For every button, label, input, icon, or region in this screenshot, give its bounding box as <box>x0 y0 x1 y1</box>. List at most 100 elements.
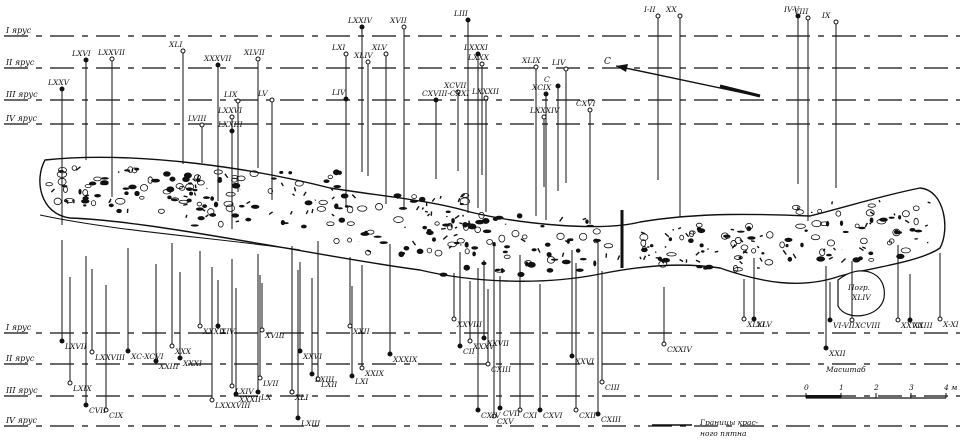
bone-fragment <box>169 176 176 182</box>
bone-fragment <box>88 181 97 186</box>
label-top: XCIX <box>531 83 552 92</box>
bone-fragment <box>750 239 755 243</box>
bone-fragment <box>764 259 774 266</box>
bone-fragment <box>196 174 200 180</box>
bone-fragment <box>672 228 675 231</box>
bone-fragment <box>639 256 642 260</box>
bone-fragment <box>348 205 353 208</box>
bone-fragment <box>463 264 471 271</box>
bone-fragment <box>357 205 368 212</box>
bone-fragment <box>231 213 240 218</box>
label-bottom: CXIII <box>601 415 622 424</box>
label-top: LXXXII <box>471 87 500 96</box>
bone-fragment <box>840 258 847 263</box>
bone-fragment <box>593 260 597 267</box>
bone-fragment <box>365 249 371 256</box>
bone-fragment <box>419 196 426 203</box>
bone-fragment <box>434 249 443 257</box>
bone-fragment <box>333 184 342 189</box>
leader-marker <box>457 343 463 349</box>
leader-marker <box>297 348 303 354</box>
bone-fragment <box>411 240 417 246</box>
bone-fragment <box>531 248 537 252</box>
bone-fragment <box>434 221 440 226</box>
bone-fragment <box>453 233 458 237</box>
leader-marker <box>215 323 221 329</box>
bone-fragment <box>288 171 293 175</box>
bone-fragment <box>90 200 97 207</box>
leader-marker <box>83 402 89 408</box>
bone-fragment <box>657 256 663 262</box>
bone-fragment <box>761 252 765 255</box>
bone-fragment <box>914 229 923 233</box>
label-bottom: CIX <box>109 411 124 420</box>
leader-marker <box>59 338 65 344</box>
bone-fragment <box>439 195 442 199</box>
bone-fragment <box>196 201 203 207</box>
bone-fragment <box>664 232 670 238</box>
bone-fragment <box>246 200 251 205</box>
bone-fragment <box>699 243 704 248</box>
bone-fragment <box>459 222 463 225</box>
bone-fragment <box>494 215 504 220</box>
bone-fragment <box>314 199 317 201</box>
bone-fragment <box>202 196 211 199</box>
leader-marker <box>533 64 539 70</box>
label-bottom: CXIV <box>481 411 502 420</box>
leader-marker <box>125 348 131 354</box>
label-bottom: XXXI <box>182 359 203 368</box>
tier-label-top: III ярус <box>5 90 38 99</box>
bone-fragment <box>151 178 160 183</box>
bone-fragment <box>318 199 328 206</box>
bone-fragment <box>792 253 797 259</box>
leader-marker <box>315 376 321 382</box>
bone-fragment <box>195 207 204 211</box>
label-bottom: XCVIII <box>854 321 881 330</box>
bone-fragment <box>303 191 307 196</box>
bone-fragment <box>869 211 875 216</box>
bone-fragment <box>336 207 343 210</box>
bone-fragment <box>816 256 826 262</box>
leader-marker <box>555 83 561 89</box>
bone-fragment <box>732 265 739 273</box>
bone-fragment <box>913 217 919 226</box>
leader-marker <box>455 89 461 95</box>
bone-fragment <box>898 215 902 220</box>
bone-fragment <box>217 220 224 228</box>
bone-fragment <box>424 210 428 213</box>
bone-fragment <box>289 210 293 215</box>
label-bottom: XXIII <box>912 321 934 330</box>
label-top: LXXVII <box>97 48 126 57</box>
label-bottom: XXXII <box>202 327 226 336</box>
bone-fragment <box>422 225 427 230</box>
bone-fragment <box>182 176 190 183</box>
bone-fragment <box>739 238 744 243</box>
bone-fragment <box>249 170 259 177</box>
bone-fragment <box>640 239 647 247</box>
leader-marker <box>387 351 393 357</box>
label-top: LIV <box>551 58 567 67</box>
leader-marker <box>543 91 549 97</box>
leader-marker <box>209 397 215 403</box>
bone-fragment <box>888 216 895 219</box>
bone-fragment <box>701 250 705 253</box>
bone-fragment <box>238 204 245 208</box>
bone-fragment <box>78 188 82 195</box>
leader-marker <box>401 24 407 30</box>
bone-fragment <box>868 251 874 256</box>
label-bottom: LXIII <box>300 419 321 428</box>
leader-marker <box>587 107 593 113</box>
bone-fragment <box>305 210 309 215</box>
bone-fragment <box>492 241 496 247</box>
label-bottom: XXXII <box>238 395 262 404</box>
bone-fragment <box>511 230 520 238</box>
bone-fragment <box>460 193 466 198</box>
bone-fragment <box>546 252 552 258</box>
leader-marker <box>89 349 95 355</box>
bone-fragment <box>192 188 198 192</box>
bone-fragment <box>360 232 370 236</box>
label-top: VIII <box>794 7 809 16</box>
burial-label: Погр. <box>847 283 870 292</box>
bone-fragment <box>839 220 844 226</box>
bone-fragment <box>738 256 742 260</box>
